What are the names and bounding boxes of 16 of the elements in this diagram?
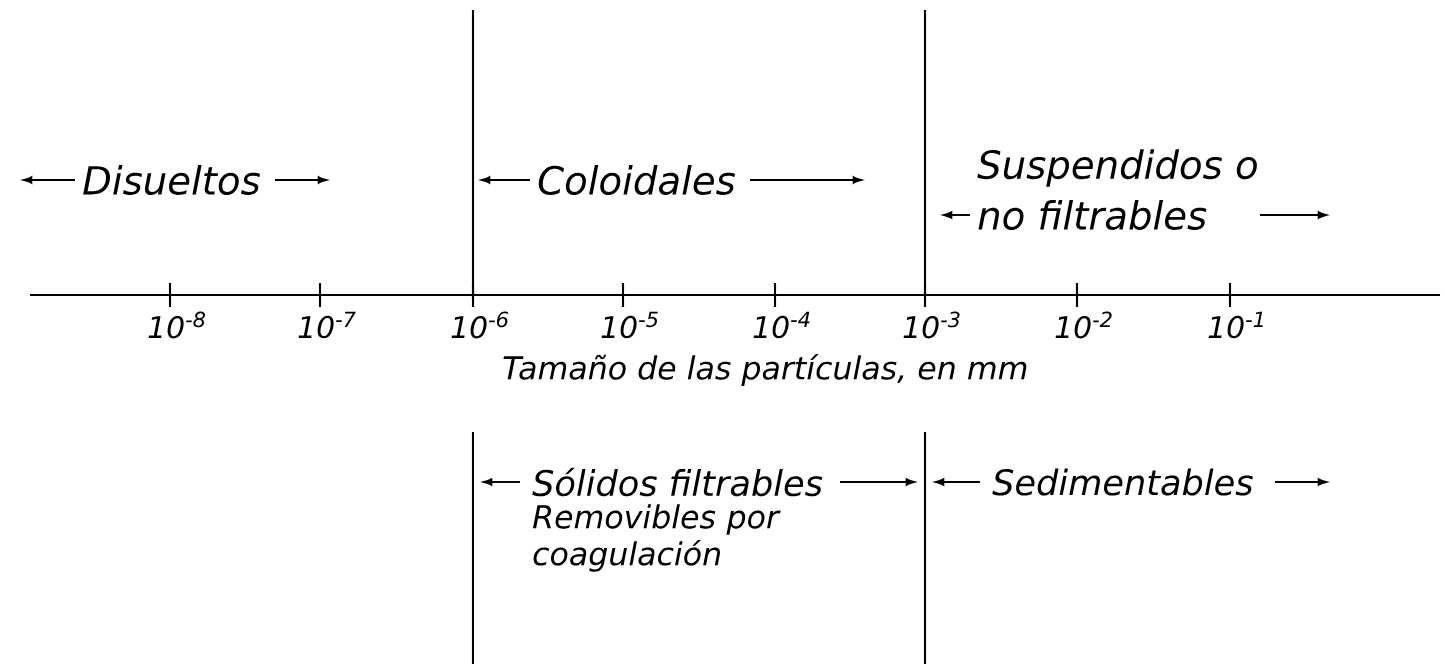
note-text: Removibles por coagulación <box>532 504 781 572</box>
tick-label: 10$^{-1}$ <box>1208 311 1263 339</box>
range-label: Disueltos <box>83 165 260 195</box>
range-label: Sedimentables <box>992 468 1253 496</box>
range-label: Suspendidos o <box>977 149 1257 187</box>
axis-title: Tamaño de las partículas, en mm <box>503 354 1027 386</box>
range-label: no filtrables <box>978 200 1207 230</box>
range-label: Sólidos filtrables <box>532 467 823 497</box>
tick-label: 10$^{-3}$ <box>903 311 960 339</box>
tick-label: 10$^{-8}$ <box>148 311 206 339</box>
tick-label: 10$^{-6}$ <box>451 311 509 339</box>
range-label: Coloidales <box>538 165 735 195</box>
tick-label: 10$^{-5}$ <box>601 311 658 339</box>
tick-label: 10$^{-2}$ <box>1055 311 1112 339</box>
tick-label: 10$^{-4}$ <box>753 311 810 339</box>
tick-label: 10$^{-7}$ <box>298 311 356 339</box>
